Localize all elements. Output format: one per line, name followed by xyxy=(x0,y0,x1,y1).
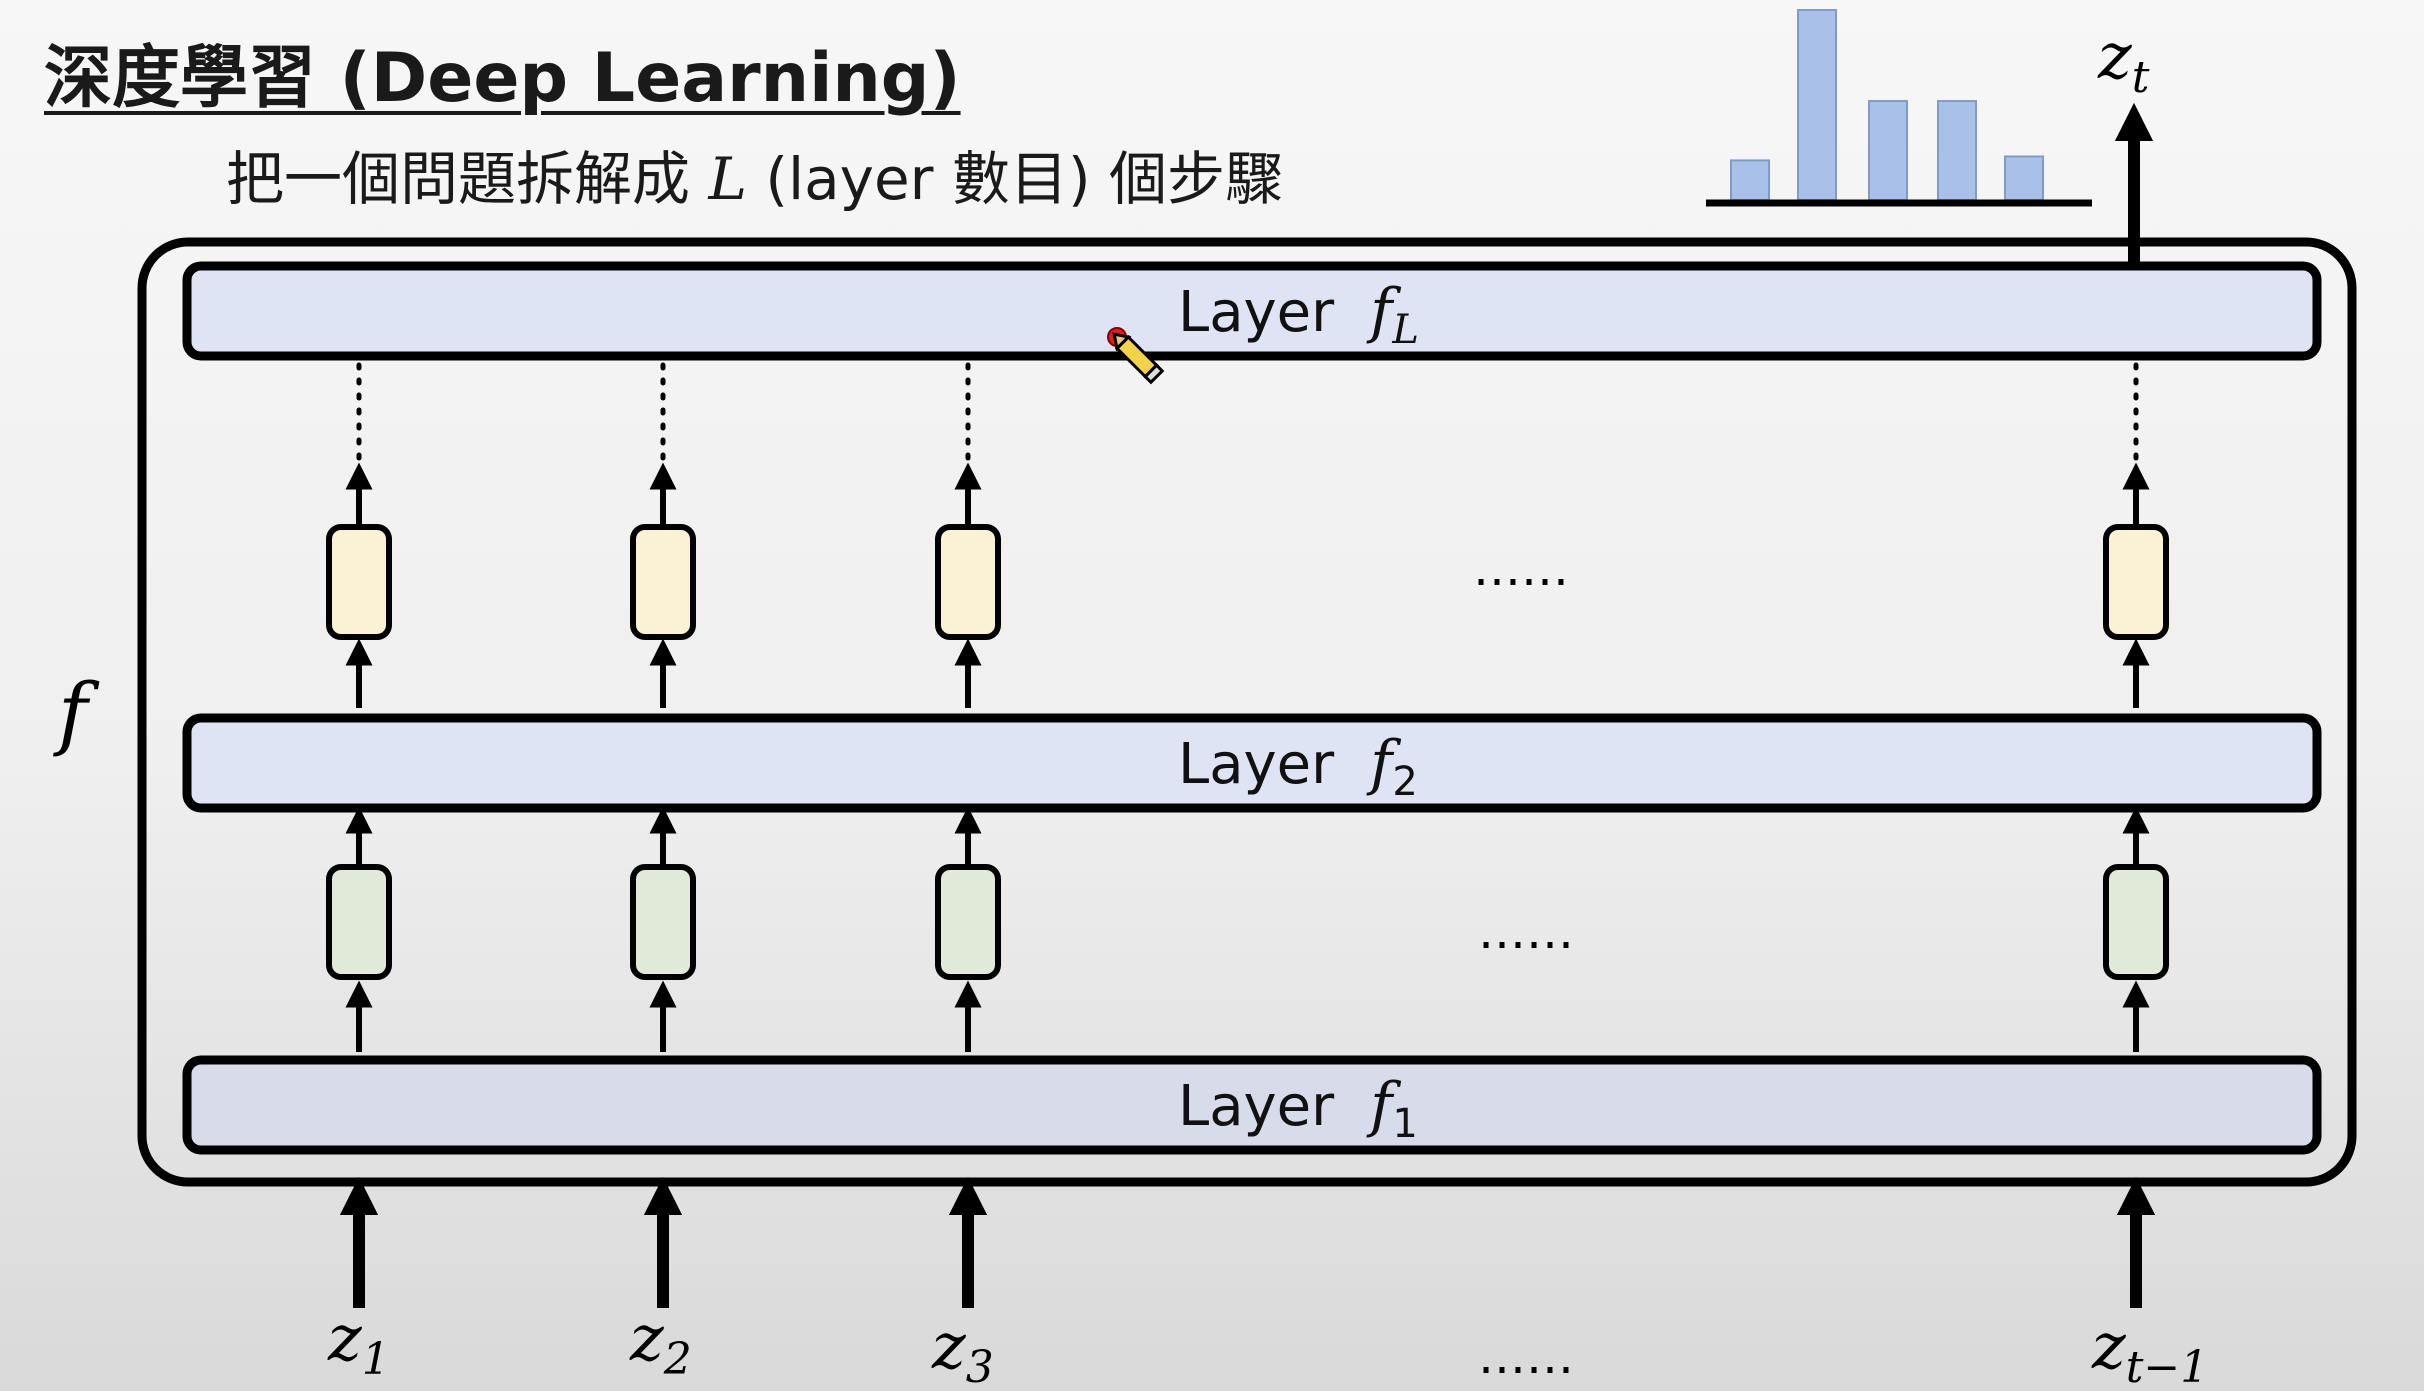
hidden-node-upper xyxy=(326,524,392,640)
function-label: f xyxy=(53,666,100,759)
subtitle-suffix: (layer 數目) 個步驟 xyxy=(746,145,1284,213)
hidden-node-lower xyxy=(2103,864,2169,980)
histogram-bar xyxy=(2004,155,2044,201)
ellipsis-inputs: …… xyxy=(1478,1329,1574,1385)
subtitle-prefix: 把一個問題拆解成 xyxy=(226,145,709,213)
subtitle: 把一個問題拆解成 L (layer 數目) 個步驟 xyxy=(226,132,1283,216)
histogram-bar xyxy=(1730,159,1770,202)
hidden-node-lower xyxy=(935,864,1001,980)
input-label-z1: z1 xyxy=(327,1302,390,1385)
input-label-z2: z2 xyxy=(629,1302,692,1385)
column-group xyxy=(326,359,2169,1308)
input-label-zt-1: zt−1 xyxy=(2091,1310,2208,1391)
ellipsis-lower: …… xyxy=(1478,904,1574,960)
histogram-bar xyxy=(1937,100,1977,201)
hidden-node-lower xyxy=(630,864,696,980)
column-2 xyxy=(630,359,696,1308)
column-4 xyxy=(2103,359,2169,1308)
column-3 xyxy=(935,359,1001,1308)
page-title: 深度學習 (Deep Learning) xyxy=(44,39,961,118)
ellipsis-upper: …… xyxy=(1473,541,1569,597)
function-box xyxy=(137,237,2357,1187)
output-distribution-histogram xyxy=(1730,9,2044,202)
hidden-node-upper xyxy=(935,524,1001,640)
histogram-bar xyxy=(1797,9,1837,201)
subtitle-variable: L xyxy=(708,145,747,213)
histogram-bar xyxy=(1868,100,1908,201)
column-1 xyxy=(326,359,392,1308)
hidden-node-upper xyxy=(2103,524,2169,640)
input-label-z3: z3 xyxy=(931,1310,994,1391)
hidden-node-upper xyxy=(630,524,696,640)
hidden-node-lower xyxy=(326,864,392,980)
pen-cursor-icon xyxy=(1107,327,1165,385)
output-label: zt xyxy=(2097,20,2150,103)
